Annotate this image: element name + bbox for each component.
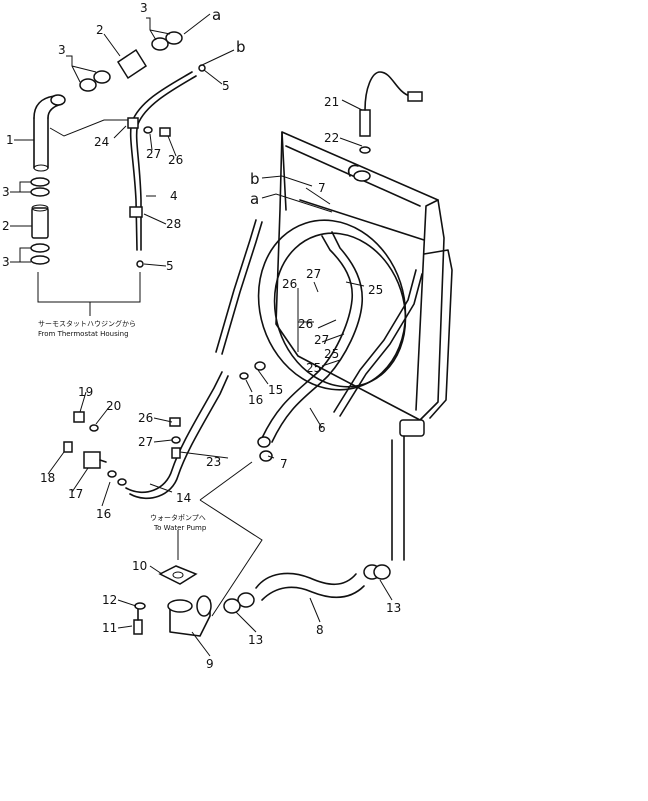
callout-25-lower: 25 — [306, 361, 321, 375]
callout-2-top: 2 — [96, 23, 104, 37]
callout-12: 12 — [102, 593, 117, 607]
callout-4: 4 — [170, 189, 178, 203]
radiator-core — [275, 131, 453, 437]
callout-28: 28 — [166, 217, 181, 231]
callout-11: 11 — [102, 621, 117, 635]
callout-1: 1 — [6, 133, 14, 147]
callout-21: 21 — [324, 95, 339, 109]
waterpump-bracket — [199, 499, 263, 617]
callout-18: 18 — [40, 471, 55, 485]
callout-26-top: 26 — [168, 153, 183, 167]
callout-16-left: 16 — [96, 507, 111, 521]
callout-27-mid: 27 — [306, 267, 321, 281]
callout-25-upper: 25 — [368, 283, 383, 297]
callout-13-left: 13 — [248, 633, 263, 647]
callout-24: 24 — [94, 135, 109, 149]
callout-3-upper: 3 — [2, 185, 10, 199]
bolt-26-upper — [143, 126, 171, 137]
note-waterpump-jp: ウォータポンプへ — [150, 513, 206, 522]
hose-2-top — [79, 31, 183, 92]
overflow-tube — [215, 219, 263, 355]
valve-17 — [63, 411, 127, 486]
callout-13-right: 13 — [386, 601, 401, 615]
callout-6: 6 — [318, 421, 326, 435]
clamp-set-upper — [30, 177, 50, 197]
connector-a-top: a — [212, 6, 221, 24]
pipe-1 — [33, 94, 66, 172]
plate-10 — [158, 565, 198, 585]
callout-7-bottom: 7 — [280, 457, 288, 471]
filler-cap — [347, 164, 371, 182]
hose-8 — [223, 564, 391, 614]
callout-27-bottom: 27 — [138, 435, 153, 449]
callout-14: 14 — [176, 491, 191, 505]
callout-8: 8 — [316, 623, 324, 637]
note-thermostat-jp: サーモスタットハウジングから — [38, 319, 136, 328]
note-thermostat-en: From Thermostat Housing — [38, 330, 129, 338]
callout-10: 10 — [132, 559, 147, 573]
tube-right — [333, 269, 423, 417]
tube-14 — [125, 371, 229, 500]
callout-5-mid: 5 — [166, 259, 174, 273]
callout-19: 19 — [78, 385, 93, 399]
callout-3-top-left: 3 — [58, 43, 66, 57]
callout-26-bottom: 26 — [138, 411, 153, 425]
hose-2-left — [31, 204, 49, 239]
callout-3-lower: 3 — [2, 255, 10, 269]
sensor-21 — [359, 71, 423, 154]
connector-a-radiator: a — [250, 190, 259, 208]
callout-26-mid: 26 — [282, 277, 297, 291]
hose-6 — [257, 231, 364, 462]
callout-7-top: 7 — [318, 181, 326, 195]
callout-5-top: 5 — [222, 79, 230, 93]
note-waterpump-en: To Water Pump — [153, 524, 207, 532]
bolt-11 — [133, 602, 146, 635]
callout-3-top-right: 3 — [140, 1, 148, 15]
clamp-set-lower — [30, 243, 50, 265]
callout-26-low: 26 — [298, 317, 313, 331]
elbow-9 — [167, 595, 212, 637]
callout-9: 9 — [206, 657, 214, 671]
callout-25-middle: 25 — [324, 347, 339, 361]
callout-27-top: 27 — [146, 147, 161, 161]
tube-4 — [127, 64, 206, 268]
thermostat-bracket — [37, 272, 141, 303]
callout-2-left: 2 — [2, 219, 10, 233]
leaders-radiator — [47, 99, 393, 657]
waterpump-bracket-top — [199, 461, 253, 501]
callout-17: 17 — [68, 487, 83, 501]
callout-16-right: 16 — [248, 393, 263, 407]
callout-27-low: 27 — [314, 333, 329, 347]
callout-15: 15 — [268, 383, 283, 397]
leaders-upper-left — [10, 13, 235, 267]
callout-20: 20 — [106, 399, 121, 413]
riser-pipe — [391, 435, 405, 561]
callout-23: 23 — [206, 455, 221, 469]
clamp-15-16 — [239, 361, 266, 380]
connector-b-top: b — [236, 38, 246, 56]
callout-22: 22 — [324, 131, 339, 145]
connector-b-radiator: b — [250, 170, 260, 188]
